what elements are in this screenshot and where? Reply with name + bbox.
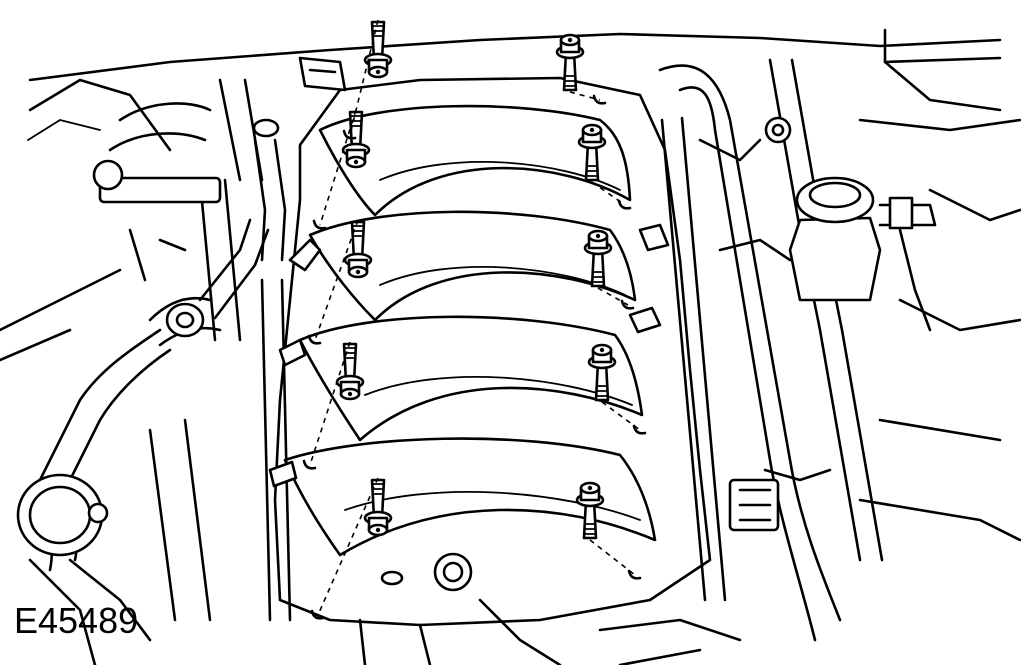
bolt-2 — [363, 20, 393, 79]
bolt-10 — [363, 478, 393, 537]
bolt-leader-4 — [319, 109, 357, 226]
bolt-hole-mark-3 — [617, 199, 632, 210]
bolt-hole-mark-9 — [627, 569, 642, 580]
bolt-hole-mark-2 — [342, 129, 357, 140]
bolt-hole-mark-4 — [312, 219, 327, 230]
bolt-hole-mark-6 — [307, 334, 322, 345]
fuel-rail-left — [260, 238, 322, 622]
bolt-8 — [335, 342, 365, 401]
bolt-leader-8 — [309, 341, 351, 466]
bolt-5 — [583, 229, 613, 288]
fuel-rail-right — [628, 116, 762, 602]
bolt-leader-7 — [601, 401, 641, 431]
bolt-leader-lines — [302, 19, 647, 620]
bolt-7 — [587, 343, 617, 402]
bolt-6 — [343, 220, 373, 279]
top-electrical-connector — [298, 56, 347, 92]
left-hose-assembly — [16, 78, 287, 665]
reservoir-cap — [788, 176, 937, 332]
bolt-leader-6 — [314, 219, 359, 341]
bolt-hole-mark-7 — [632, 424, 647, 435]
engine-bay-outline — [0, 28, 1021, 542]
bolt-hole-mark-10 — [310, 609, 325, 620]
manifold-bolts — [335, 20, 617, 540]
bolt-hole-mark-5 — [620, 299, 635, 310]
bolt-1 — [555, 33, 585, 92]
bolt-9 — [575, 481, 605, 540]
bolt-3 — [577, 123, 607, 182]
bolt-leader-10 — [317, 477, 379, 616]
figure-id-label: E45489 — [14, 600, 139, 641]
bolt-hole-mark-8 — [302, 459, 317, 470]
bolt-hole-mark-1 — [592, 94, 607, 105]
